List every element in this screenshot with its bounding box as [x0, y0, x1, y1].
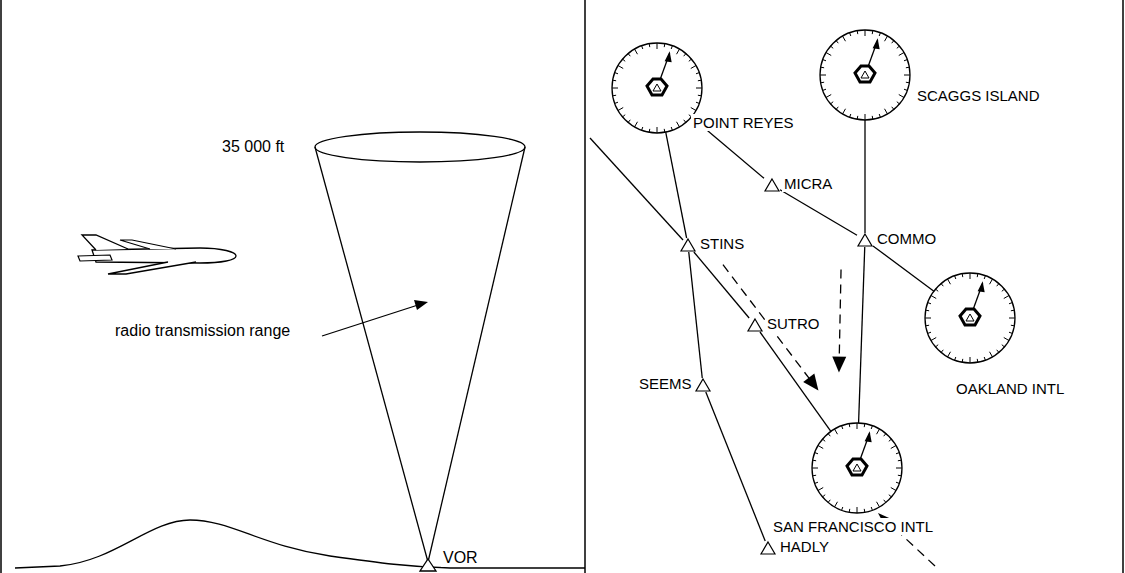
fix-name: SUTRO [765, 315, 822, 332]
fix-triangle [680, 238, 696, 252]
altitude-label: 35 000 ft [220, 138, 286, 156]
intersection-fix: SUTRO [747, 318, 763, 332]
arrowhead [832, 356, 846, 372]
fix-triangle [764, 178, 780, 192]
fix-name: HADLY [778, 538, 831, 555]
vor-station: SCAGGS ISLAND [819, 29, 911, 121]
airway-line [859, 247, 865, 423]
intersection-fix: MICRA [764, 178, 780, 192]
intersection-fix: HADLY [760, 541, 776, 555]
airway-line [666, 132, 687, 238]
compass-rose [924, 272, 1016, 364]
fix-name: MICRA [782, 175, 834, 192]
intersection-fix: STINS [680, 238, 696, 252]
course-arrow [832, 270, 846, 373]
airway-line [865, 120, 866, 233]
station-name: SCAGGS ISLAND [915, 87, 1042, 104]
fix-triangle [760, 541, 776, 555]
fix-name: SEEMS [637, 375, 694, 392]
range-label: radio transmission range [113, 322, 292, 340]
airway-line [706, 392, 765, 541]
fix-triangle [747, 318, 763, 332]
intersection-fix: COMMO [857, 233, 873, 247]
vor-station: SAN FRANCISCO INTL [811, 422, 903, 514]
airway-line [873, 246, 934, 291]
station-name: SAN FRANCISCO INTL [771, 518, 935, 535]
station-name: OAKLAND INTL [954, 380, 1066, 397]
airway-line [780, 190, 857, 236]
compass-rose [819, 29, 911, 121]
vor-station: POINT REYES [611, 42, 703, 134]
fix-name: COMMO [875, 230, 938, 247]
station-name: POINT REYES [691, 114, 796, 131]
airway-line [760, 332, 831, 431]
intersection-fix: SEEMS [695, 378, 711, 392]
airway-line [694, 252, 749, 318]
vor-station: OAKLAND INTL [924, 272, 1016, 364]
arrowhead [803, 374, 818, 391]
station-label: VOR [441, 549, 480, 567]
compass-rose [811, 422, 903, 514]
airway-line [689, 252, 703, 378]
fix-triangle [857, 233, 873, 247]
compass-rose [611, 42, 703, 134]
fix-name: STINS [698, 235, 746, 252]
fix-triangle [695, 378, 711, 392]
